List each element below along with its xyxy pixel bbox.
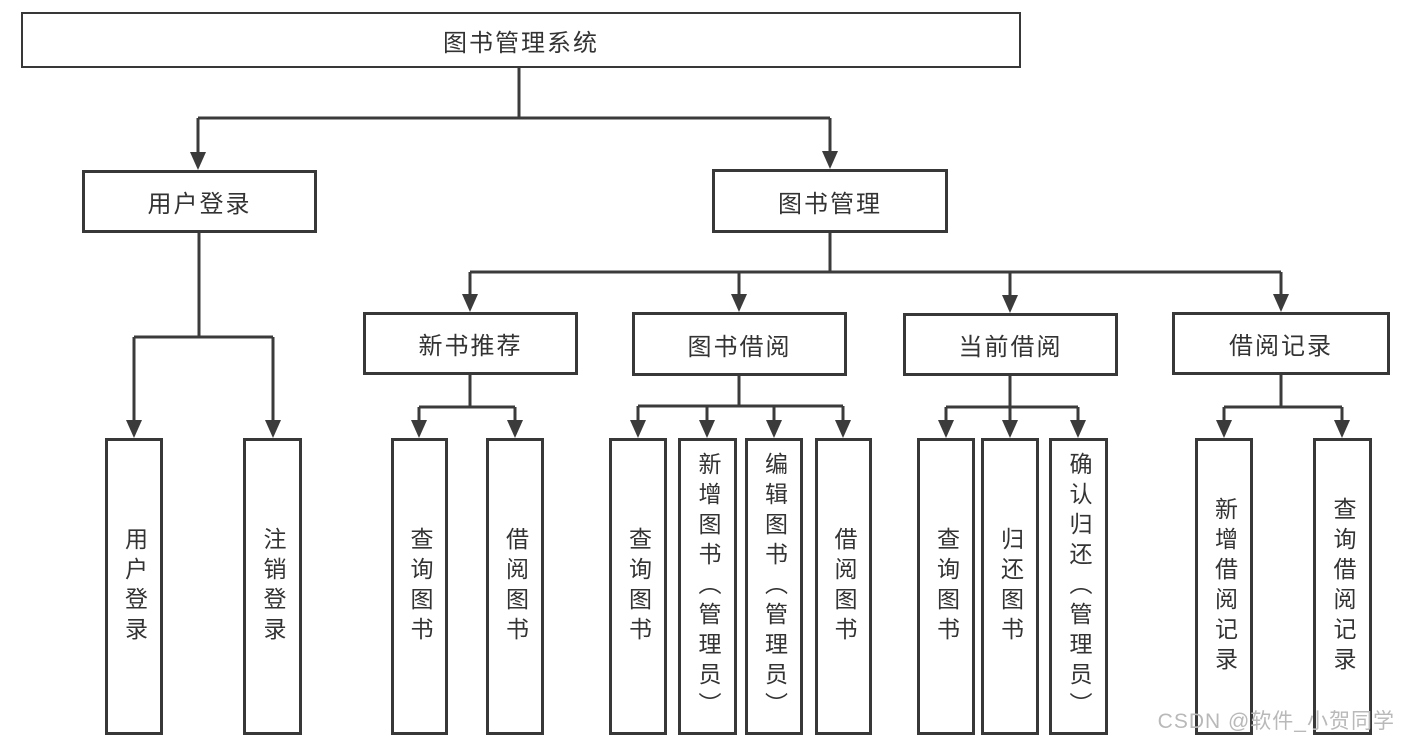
leaf-borrow-books-recommend: 借阅图书 [486,438,544,735]
leaf-return-books: 归还图书 [981,438,1039,735]
node-book-borrowing: 图书借阅 [632,312,847,376]
csdn-watermark: CSDN @软件_小贺同学 [1157,710,1395,733]
leaf-edit-book-admin: 编辑图书（管理员） [745,438,803,735]
node-root-system: 图书管理系统 [21,12,1021,68]
node-borrowing-records-label: 借阅记录 [1229,333,1333,360]
node-new-book-recommendation: 新书推荐 [363,312,578,375]
leaf-logout-label: 注销登录 [260,526,286,647]
node-root-label: 图书管理系统 [443,29,599,57]
node-book-management-label: 图书管理 [778,190,882,218]
node-current-borrowing-label: 当前借阅 [958,334,1063,361]
node-borrowing-records: 借阅记录 [1172,312,1390,375]
leaf-user-login: 用户登录 [105,438,163,735]
leaf-query-borrow-record-label: 查询借阅记录 [1330,496,1356,677]
leaf-add-book-admin: 新增图书（管理员） [678,438,737,735]
leaf-query-books-borrowing: 查询图书 [609,438,667,735]
leaf-add-borrow-record-label: 新增借阅记录 [1211,496,1238,677]
leaf-user-login-label: 用户登录 [121,526,148,647]
node-new-book-recommendation-label: 新书推荐 [418,333,523,360]
leaf-borrow-books-borrowing-label: 借阅图书 [831,526,857,647]
leaf-borrow-books-recommend-label: 借阅图书 [502,526,529,647]
leaf-confirm-return-admin-label: 确认归还（管理员） [1066,451,1092,722]
leaf-query-books-current: 查询图书 [917,438,975,735]
node-user-login-label: 用户登录 [147,191,252,218]
leaf-confirm-return-admin: 确认归还（管理员） [1049,438,1108,735]
node-current-borrowing: 当前借阅 [903,313,1118,376]
leaf-return-books-label: 归还图书 [997,526,1024,647]
node-book-borrowing-label: 图书借阅 [687,333,792,361]
leaf-edit-book-admin-label: 编辑图书（管理员） [761,451,788,722]
node-book-management: 图书管理 [712,169,948,233]
leaf-borrow-books-borrowing: 借阅图书 [815,438,872,735]
leaf-query-books-borrowing-label: 查询图书 [625,526,652,647]
leaf-query-books-recommend: 查询图书 [391,438,448,735]
leaf-query-books-current-label: 查询图书 [933,526,960,647]
leaf-query-books-recommend-label: 查询图书 [407,526,433,647]
leaf-add-book-admin-label: 新增图书（管理员） [695,451,721,722]
leaf-logout: 注销登录 [243,438,302,735]
node-user-login: 用户登录 [82,170,317,233]
leaf-query-borrow-record: 查询借阅记录 [1313,438,1372,735]
leaf-add-borrow-record: 新增借阅记录 [1195,438,1253,735]
